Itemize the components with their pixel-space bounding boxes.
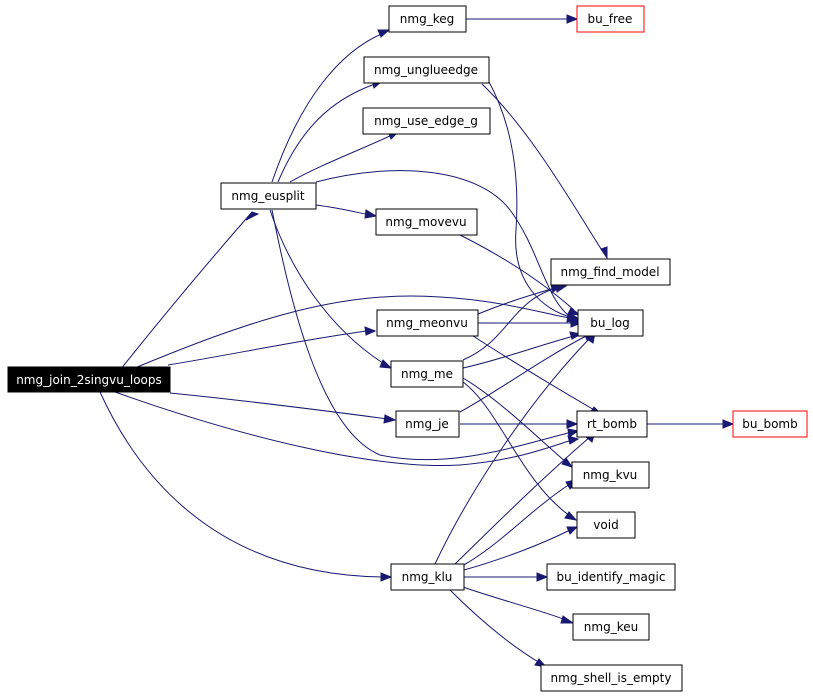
arrowhead — [566, 526, 579, 535]
node-label: void — [593, 518, 618, 532]
edge-klu-to-void — [463, 529, 571, 571]
node-label: bu_free — [588, 12, 633, 26]
node-label: nmg_use_edge_g — [374, 114, 478, 128]
node-nmg-join-2singvu-loops[interactable]: nmg_join_2singvu_loops — [7, 366, 171, 393]
edge-join-to-bulog — [129, 295, 571, 371]
edge-meonvu-to-rtbomb — [469, 333, 597, 412]
arrowhead — [364, 209, 378, 219]
edge-je-to-bulog — [459, 334, 589, 413]
edges — [99, 18, 726, 664]
arrowhead — [567, 428, 580, 438]
node-label: nmg_keu — [584, 620, 638, 634]
node-label: nmg_klu — [402, 570, 453, 584]
edge-me-to-bulog — [462, 335, 575, 369]
node-label: nmg_movevu — [385, 215, 466, 229]
arrowhead — [567, 435, 580, 445]
node-label: nmg_kvu — [583, 468, 638, 482]
arrowhead — [364, 326, 377, 336]
node-void[interactable]: void — [576, 511, 636, 539]
edge-me-to-void — [462, 381, 571, 517]
edge-eusplit-to-movevu — [315, 204, 371, 216]
node-nmg-meonvu[interactable]: nmg_meonvu — [376, 309, 479, 337]
edge-klu-to-kvu — [461, 483, 571, 567]
arrowhead — [566, 419, 579, 429]
edge-eusplit-to-me — [269, 209, 387, 366]
node-label: rt_bomb — [587, 417, 637, 431]
node-nmg-keu[interactable]: nmg_keu — [572, 613, 650, 641]
arrowhead — [383, 414, 397, 424]
arrowhead — [245, 211, 260, 221]
node-rt-bomb[interactable]: rt_bomb — [576, 410, 648, 438]
node-label: nmg_shell_is_empty — [551, 671, 672, 685]
edge-eusplit-to-keg — [271, 31, 387, 183]
edge-join-to-je — [169, 392, 389, 420]
node-label: nmg_unglueedge — [374, 63, 478, 77]
arrowhead — [380, 572, 393, 582]
arrowhead — [561, 457, 574, 468]
edge-klu-to-rtbomb — [454, 436, 591, 565]
arrowhead — [536, 572, 549, 582]
arrowhead — [564, 511, 578, 521]
node-label: bu_log — [590, 316, 630, 330]
edge-join-to-rtbomb — [114, 391, 573, 467]
edge-meonvu-to-findmodel — [477, 287, 556, 315]
node-label: nmg_find_model — [560, 265, 659, 279]
node-label: nmg_keg — [400, 12, 454, 26]
arrowhead — [560, 615, 575, 624]
node-label: nmg_je — [405, 417, 449, 431]
node-nmg-movevu[interactable]: nmg_movevu — [375, 208, 478, 236]
node-nmg-kvu[interactable]: nmg_kvu — [571, 461, 650, 489]
edge-movevu-to-bulog — [459, 234, 575, 311]
node-label: nmg_meonvu — [386, 316, 468, 330]
node-bu-log[interactable]: bu_log — [577, 309, 644, 337]
node-nmg-me[interactable]: nmg_me — [390, 360, 464, 388]
node-nmg-eusplit[interactable]: nmg_eusplit — [220, 182, 317, 210]
node-bu-free[interactable]: bu_free — [576, 5, 645, 33]
node-nmg-je[interactable]: nmg_je — [395, 410, 460, 438]
edge-eusplit-to-unglueedge — [277, 83, 376, 183]
edge-klu-to-shell-is-empty — [449, 589, 541, 664]
nodes: nmg_join_2singvu_loops nmg_eusplit nmg_k… — [7, 5, 808, 692]
node-nmg-shell-is-empty[interactable]: nmg_shell_is_empty — [540, 664, 683, 692]
node-nmg-use-edge-g[interactable]: nmg_use_edge_g — [362, 107, 491, 135]
edge-unglueedge-to-bulog — [487, 79, 575, 319]
edge-klu-to-bulog — [434, 337, 591, 565]
node-nmg-unglueedge[interactable]: nmg_unglueedge — [363, 56, 490, 84]
arrowhead — [379, 359, 393, 369]
node-label: bu_identify_magic — [557, 570, 666, 584]
node-nmg-klu[interactable]: nmg_klu — [390, 563, 465, 591]
node-label: bu_bomb — [742, 417, 798, 431]
arrowhead — [566, 14, 579, 24]
node-bu-identify-magic[interactable]: bu_identify_magic — [546, 563, 676, 591]
edge-join-to-klu — [99, 391, 384, 578]
arrowhead — [567, 307, 582, 316]
node-nmg-find-model[interactable]: nmg_find_model — [550, 258, 671, 286]
node-nmg-keg[interactable]: nmg_keg — [388, 5, 467, 33]
edge-eusplit-to-bulog — [315, 170, 573, 319]
edge-join-to-eusplit — [119, 211, 253, 371]
arrowheads — [245, 14, 735, 668]
arrowhead — [570, 318, 583, 328]
edge-eusplit-to-use-edge-g — [289, 134, 393, 183]
edge-me-to-findmodel — [462, 286, 561, 361]
arrowhead — [377, 29, 391, 38]
edge-klu-to-keu — [459, 585, 567, 621]
arrowhead — [722, 419, 735, 429]
node-label: nmg_eusplit — [231, 189, 304, 203]
edge-me-to-kvu — [462, 377, 568, 464]
node-bu-bomb[interactable]: bu_bomb — [732, 410, 808, 438]
node-label: nmg_join_2singvu_loops — [16, 373, 162, 387]
edge-unglueedge-to-findmodel — [481, 83, 604, 253]
arrowhead — [600, 246, 608, 260]
node-label: nmg_me — [401, 367, 453, 381]
edge-join-to-meonvu — [167, 330, 368, 366]
